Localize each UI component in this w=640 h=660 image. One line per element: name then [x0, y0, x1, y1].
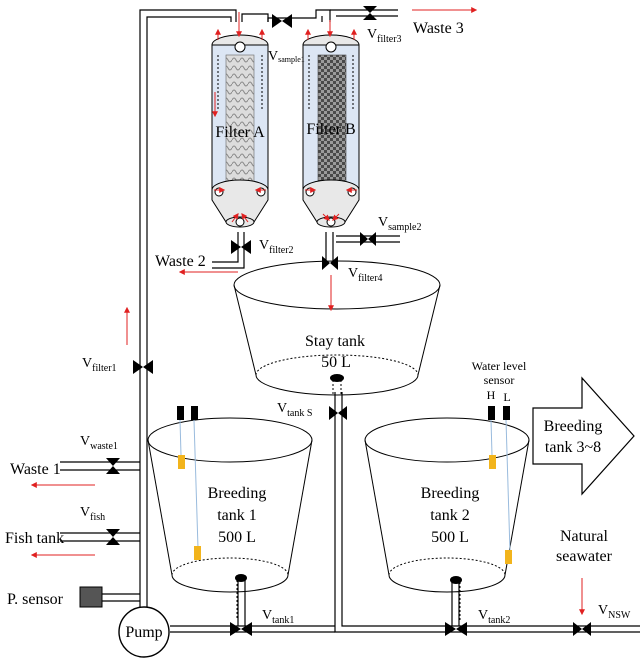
label-breeding2-l2: tank 2	[430, 507, 470, 524]
label-pump: Pump	[125, 624, 162, 641]
label-level-l: L	[503, 390, 510, 404]
valve-filter4	[322, 256, 338, 270]
valves	[106, 6, 591, 636]
label-v-filter2: Vfilter2	[259, 238, 294, 256]
label-breeding1-l3: 500 L	[218, 529, 256, 546]
pump	[118, 606, 170, 658]
label-waste3: Waste 3	[413, 20, 464, 37]
label-v-waste1: Vwaste1	[80, 434, 118, 452]
filter-b	[302, 34, 360, 228]
label-v-sample1: Vsample1	[268, 49, 305, 64]
filter-a	[211, 34, 269, 228]
label-breeding38-l2: tank 3~8	[545, 439, 601, 456]
valve-nsw	[573, 622, 591, 636]
label-filter-b: Filter B	[306, 121, 355, 138]
valve-tank1	[230, 622, 252, 636]
valve-tank-s	[329, 406, 347, 420]
label-v-tank-s: Vtank S	[277, 401, 312, 419]
valve-fish	[106, 529, 120, 545]
pipes	[60, 9, 640, 633]
breeding-tank-2	[364, 406, 530, 620]
label-v-filter4: Vfilter4	[348, 266, 383, 284]
label-v-tank1: Vtank1	[262, 608, 294, 626]
label-level-l1: Water level	[472, 359, 527, 373]
label-natural-l2: seawater	[556, 548, 613, 565]
stay-tank	[233, 260, 441, 396]
breeding-tank-3-8-arrow	[532, 376, 635, 496]
label-level-l2: sensor	[484, 373, 515, 387]
valve-filter3	[363, 6, 377, 20]
label-filter-a: Filter A	[215, 124, 265, 141]
label-breeding2-l1: Breeding	[421, 485, 480, 502]
valve-filter1	[133, 360, 153, 374]
valve-sample1	[272, 14, 292, 28]
label-breeding38-l1: Breeding	[544, 418, 603, 435]
label-breeding1-l2: tank 1	[217, 507, 257, 524]
label-stay-volume: 50 L	[321, 354, 351, 371]
valve-sample2	[360, 232, 376, 246]
label-breeding1-l1: Breeding	[208, 485, 267, 502]
label-v-filter3: Vfilter3	[367, 27, 402, 45]
label-waste2: Waste 2	[155, 253, 206, 270]
label-natural-l1: Natural	[560, 528, 609, 545]
valve-filter2	[231, 240, 251, 254]
label-v-nsw: VNSW	[598, 603, 631, 621]
valve-waste1	[106, 458, 120, 474]
label-breeding2-l3: 500 L	[431, 529, 469, 546]
valve-tank2	[445, 622, 467, 636]
label-p-sensor: P. sensor	[7, 591, 64, 608]
label-v-fish: Vfish	[80, 505, 105, 523]
label-stay-tank: Stay tank	[305, 333, 365, 350]
pressure-sensor	[79, 586, 103, 608]
label-level-h: H	[487, 388, 496, 402]
breeding-tank-1	[147, 406, 313, 620]
label-fish-tank: Fish tank	[5, 530, 64, 547]
label-waste1: Waste 1	[10, 461, 61, 478]
flow-arrows	[30, 7, 585, 616]
label-v-tank2: Vtank2	[478, 608, 510, 626]
label-v-filter1: Vfilter1	[82, 356, 117, 374]
label-v-sample2: Vsample2	[378, 215, 421, 233]
